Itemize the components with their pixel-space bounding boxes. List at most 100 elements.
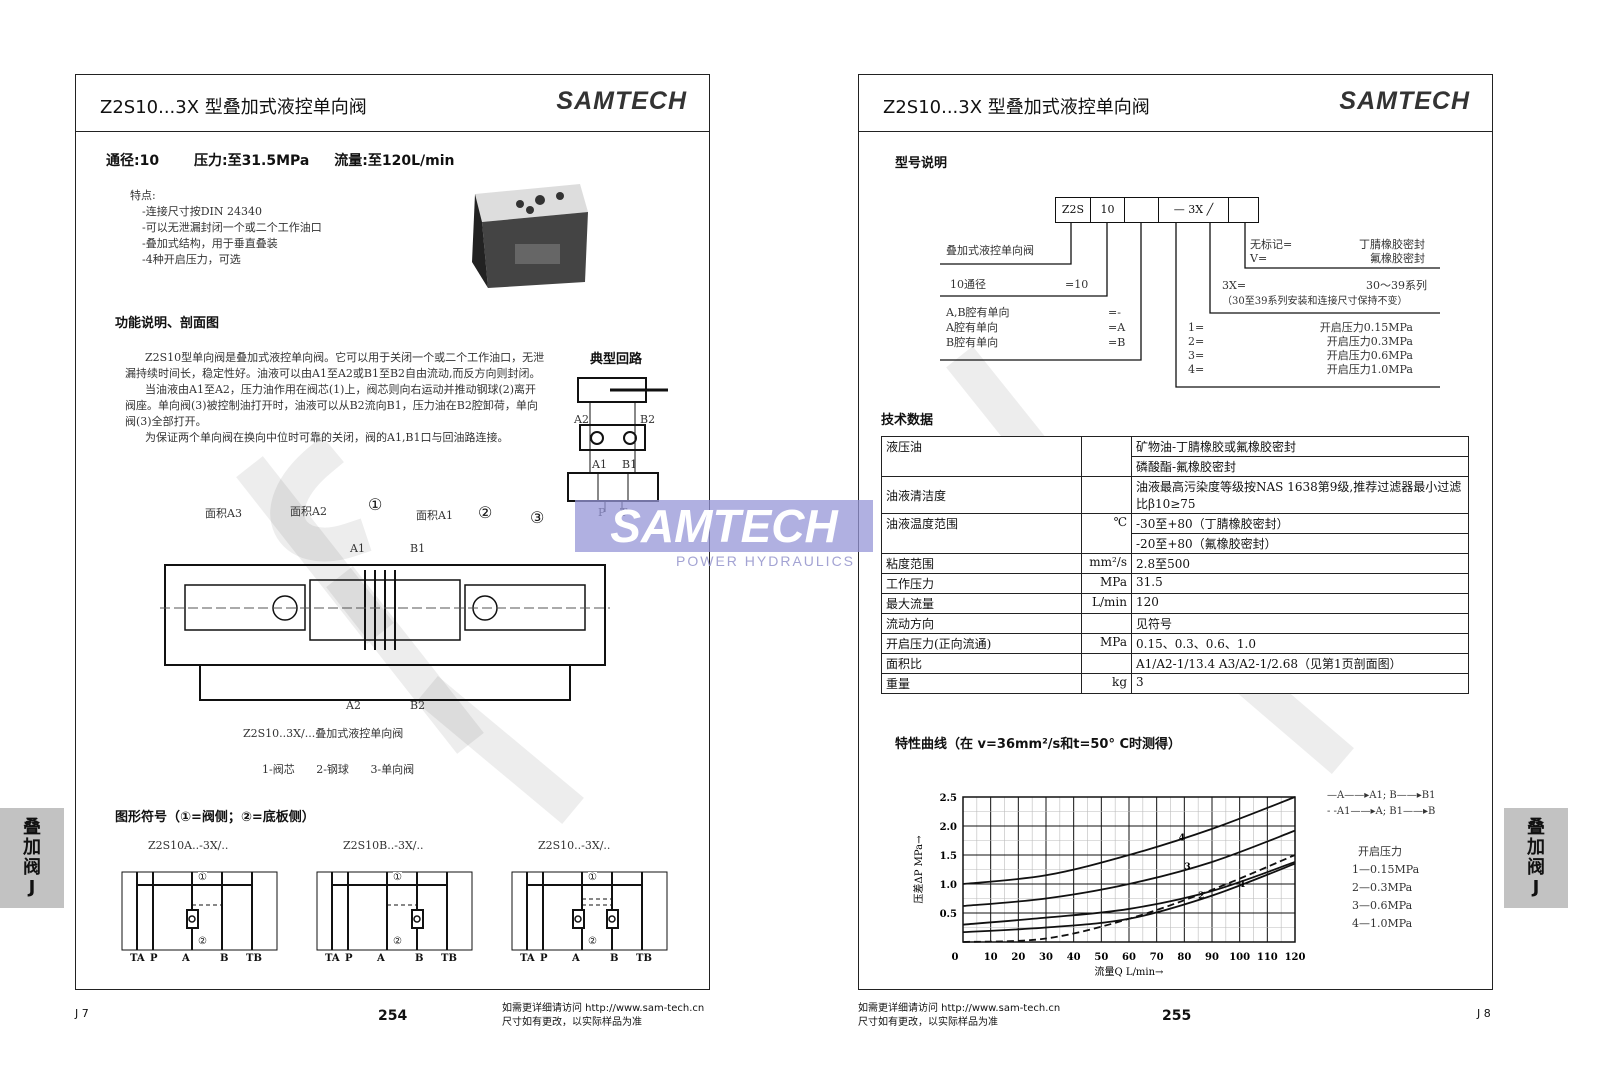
circuit-label: A1 <box>592 458 607 471</box>
circuit-label: A2 <box>574 413 589 426</box>
samtech-logo: SAMTECH <box>556 87 687 115</box>
code-value: =- <box>1108 306 1121 319</box>
footer-line: 尺寸如有更改，以实际样品为准 <box>502 1017 642 1028</box>
valve-side-mark: ① <box>198 872 207 883</box>
x-tick-label: 20 <box>1011 952 1025 963</box>
feature-item: -连接尺寸按DIN 24340 <box>142 205 262 218</box>
y-tick-label: 1.5 <box>940 851 957 862</box>
model-code-leaders <box>940 223 1440 388</box>
paragraph: 当油液由A1至A2，压力油作用在阀芯(1)上，阀芯则向右运动并推动钢球(2)离开… <box>125 383 538 428</box>
port-label: TB <box>636 953 652 964</box>
part: 1-阀芯 <box>262 763 295 776</box>
port-label: A <box>377 953 385 964</box>
port-label: B <box>610 953 619 964</box>
code-box: 10 <box>1091 197 1125 223</box>
label-area-a2: 面积A2 <box>290 505 327 518</box>
curve-5 <box>962 854 1296 943</box>
symbol-model: Z2S10B..-3X/.. <box>343 839 424 852</box>
typical-circuit-diagram <box>567 377 668 512</box>
left-header: Z2S10...3X 型叠加式液控单向阀 SAMTECH <box>76 75 709 132</box>
feature-item: -叠加式结构，用于垂直叠装 <box>142 237 278 250</box>
symbol-model: Z2S10..-3X/.. <box>538 839 611 852</box>
parts-list: 1-阀芯 2-钢球 3-单向阀 <box>262 762 414 778</box>
code-box <box>1229 197 1259 223</box>
valve-photo <box>460 182 590 290</box>
x-tick-label: 60 <box>1122 952 1136 963</box>
code-value: =B <box>1108 336 1126 349</box>
left-title: Z2S10...3X 型叠加式液控单向阀 <box>100 97 367 118</box>
curve-label: 1 <box>1240 880 1246 890</box>
watermark-subtitle: POWER HYDRAULICS <box>676 553 856 569</box>
label-area-a1: 面积A1 <box>416 509 453 522</box>
port-b2: B2 <box>410 699 426 712</box>
paragraph: Z2S10型单向阀是叠加式液控单向阀。它可以用于关闭一个或二个工作油口，无泄漏持… <box>125 351 545 380</box>
circuit-title: 典型回路 <box>590 352 643 367</box>
x-tick-label: 120 <box>1285 952 1306 963</box>
code-box: — 3X ╱ <box>1159 197 1229 223</box>
curve-3 <box>962 829 1296 907</box>
feature-item: -4种开启压力，可选 <box>142 253 241 266</box>
seal-options: 无标记=丁腈橡胶密封 V=氟橡胶密封 <box>1250 238 1425 265</box>
right-page: Z2S10...3X 型叠加式液控单向阀 SAMTECH <box>858 74 1493 990</box>
x-axis-label: 流量Q L/min→ <box>1095 965 1165 978</box>
symbol-model: Z2S10A..-3X/.. <box>148 839 229 852</box>
function-text: Z2S10型单向阀是叠加式液控单向阀。它可以用于关闭一个或二个工作油口，无泄漏持… <box>125 350 545 446</box>
pressure-options: 1=开启压力0.15MPa 2=开启压力0.3MPa 3=开启压力0.6MPa … <box>1188 321 1413 376</box>
x-tick-label: 50 <box>1094 952 1108 963</box>
callout-1: ① <box>368 495 383 514</box>
code-desc: 10通径 <box>950 278 986 291</box>
port-label: A <box>182 953 190 964</box>
y-tick-label: 0.5 <box>940 909 957 920</box>
hydraulic-symbol <box>511 871 668 951</box>
code-desc: 叠加式液控单向阀 <box>946 244 1034 257</box>
y-axis-label: 压差ΔP MPa→ <box>912 835 925 904</box>
curve-label: 2 <box>1198 892 1204 902</box>
code-value: =10 <box>1065 278 1089 291</box>
valve-side-mark: ① <box>393 872 402 883</box>
port-label: P <box>540 953 548 964</box>
curve-4 <box>962 796 1296 885</box>
port-label: A <box>572 953 580 964</box>
plate-side-mark: ② <box>198 936 207 947</box>
port-label: TA <box>325 953 340 964</box>
callout-3: ③ <box>530 508 545 527</box>
function-title: 功能说明、剖面图 <box>115 316 220 331</box>
label-area-a3: 面积A3 <box>205 507 242 520</box>
center-watermark-logo: SAMTECH <box>575 500 873 552</box>
plot-frame <box>962 796 1296 943</box>
port-label: TA <box>130 953 145 964</box>
port-a1: A1 <box>350 542 365 555</box>
code-box: Z2S <box>1055 197 1091 223</box>
features-title: 特点: <box>130 189 156 202</box>
cross-section-drawing <box>160 564 610 701</box>
model-title: 型号说明 <box>895 156 948 171</box>
chart-legend-lines: —A——▸A1; B——▸B1 - -A1——▸A; B1——▸B <box>1327 788 1435 820</box>
x-tick-label: 90 <box>1205 952 1219 963</box>
tech-title: 技术数据 <box>881 413 934 428</box>
port-label: B <box>220 953 229 964</box>
plate-side-mark: ② <box>393 936 402 947</box>
footer-line: 如需更详细请访问 http://www.sam-tech.cn <box>502 1003 705 1014</box>
x-tick-label: 30 <box>1039 952 1053 963</box>
model-code-boxes: Z2S 10 — 3X ╱ <box>1055 197 1259 223</box>
port-label: P <box>345 953 353 964</box>
section-caption: Z2S10..3X/...叠加式液控单向阀 <box>243 727 404 740</box>
spec-size: 通径:10 <box>106 153 160 169</box>
page-number: 255 <box>1162 1008 1192 1024</box>
callout-2: ② <box>478 503 493 522</box>
series-option: 3X=30～39系列 （30至39系列安装和连接尺寸保持不变） <box>1222 279 1427 307</box>
code-desc: A腔有单向 <box>946 321 998 334</box>
curve-label: 4 <box>1179 834 1185 844</box>
x-tick-label: 70 <box>1150 952 1164 963</box>
port-b1: B1 <box>410 542 426 555</box>
x-tick-label: 40 <box>1067 952 1081 963</box>
port-label: TA <box>520 953 535 964</box>
footer-note: 如需更详细请访问 http://www.sam-tech.cn 尺寸如有更改，以实… <box>502 1002 704 1030</box>
legend-dashed: - -A1——▸A; B1——▸B <box>1327 806 1436 817</box>
spec-pressure: 压力:至31.5MPa <box>193 153 310 169</box>
circuit-label: B2 <box>640 413 656 426</box>
y-tick-label: 1.0 <box>940 880 957 891</box>
